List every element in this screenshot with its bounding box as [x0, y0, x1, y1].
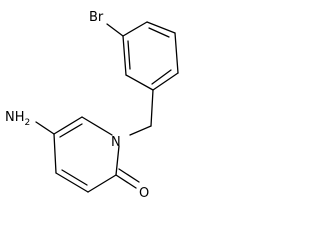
benzyl-bond	[150, 89, 154, 127]
amino-subscript: 2	[25, 118, 31, 128]
double-bond-inner	[148, 27, 170, 38]
bond	[122, 21, 148, 37]
benzene-ring	[122, 21, 179, 91]
bond	[115, 145, 120, 176]
bond	[55, 172, 89, 193]
double-bond-inner	[151, 69, 172, 85]
double-bond-inner	[127, 40, 131, 70]
pyridinone-ring	[53, 116, 120, 193]
chemical-structure-diagram: Br N NH2 O	[5, 10, 179, 201]
amino-label: NH2	[5, 110, 30, 128]
double-bond-inner	[59, 123, 83, 138]
bromine-label: Br	[89, 10, 104, 25]
bond	[122, 35, 127, 76]
carbonyl-oxygen-label: O	[139, 186, 149, 201]
ch2-n-bond	[129, 125, 152, 136]
bond	[152, 72, 179, 91]
carbonyl-bond	[115, 174, 137, 189]
double-bond-inner	[61, 169, 88, 186]
bond	[53, 133, 57, 174]
bond	[53, 116, 83, 135]
bond	[146, 21, 176, 34]
bond	[125, 74, 154, 91]
c-br-bond	[106, 23, 124, 37]
bond	[174, 32, 179, 74]
bond	[87, 174, 117, 193]
ring-nitrogen-label: N	[111, 135, 121, 150]
carbonyl-bond-second	[118, 168, 140, 183]
c-nh2-bond	[35, 121, 55, 135]
bond	[81, 116, 113, 136]
